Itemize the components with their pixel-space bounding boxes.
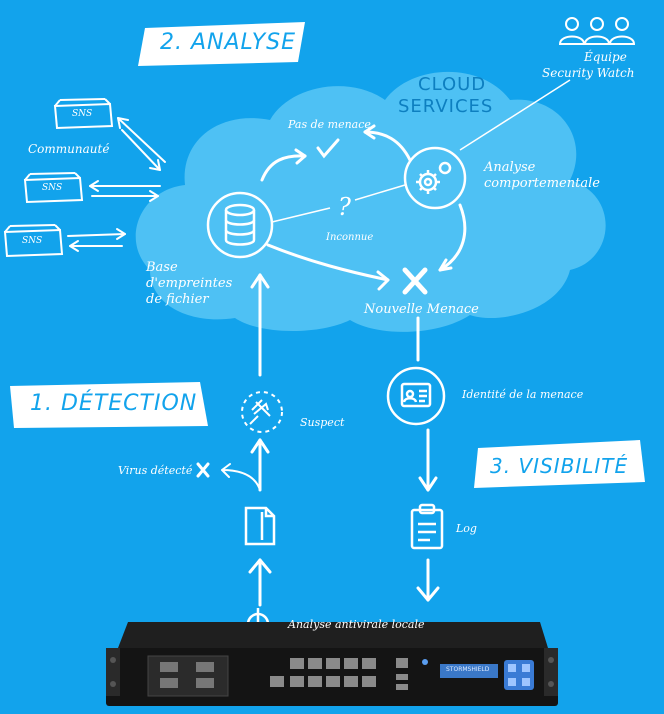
team-label-line2: Security Watch [542,66,635,80]
sns-appliance-2 [23,172,84,204]
base-label-line3: de fichier [146,292,209,307]
log-clipboard-icon [410,503,444,550]
gear-icon [403,146,467,210]
communaute-label: Communauté [28,142,110,156]
inconnue-line [271,184,406,223]
device-brand: STORMSHIELD [446,666,490,673]
device-to-file-arrow [248,558,272,607]
banner-detection-shape [10,382,208,428]
cloud-title-line1: CLOUD [418,74,487,95]
banner-visibilite-shape [474,440,645,488]
banner-detection: 1. DÉTECTION [30,391,198,416]
sns-badge-3: SNS [22,236,43,246]
suspect-label: Suspect [300,416,345,429]
new-threat-x-icon [402,267,428,295]
check-icon [316,138,340,159]
virus-arrow [221,463,261,491]
detection-arrow-up [250,273,270,377]
log-label: Log [456,522,477,535]
question-icon: ? [338,193,351,221]
database-icon [206,191,274,259]
sns-appliance-3 [3,224,64,258]
analyse-locale-label: Analyse antivirale locale [288,618,425,631]
team-label-line1: Équipe [584,50,627,64]
inconnue-label: Inconnue [326,232,374,243]
team-link-line [459,79,571,151]
sns-badge-2: SNS [42,183,63,193]
community-arrows [67,117,166,252]
file-icon [244,506,276,546]
identity-badge-icon [386,366,446,426]
pas-de-menace-label: Pas de menace [288,118,371,131]
suspect-pin-icon [241,391,283,433]
sns-badge-1: SNS [72,109,93,119]
sns-appliance-1 [53,98,114,130]
team-icons [558,17,636,45]
cloud-arrows [260,124,467,291]
log-to-device-arrow [416,558,440,602]
identite-label: Identité de la menace [462,388,584,401]
cloud-shape [135,71,606,332]
banner-analyse: 2. ANALYSE [160,30,296,55]
nouvelle-menace-label: Nouvelle Menace [364,302,479,317]
visibility-arrow-down [416,316,438,492]
cloud-title-line2: SERVICES [398,96,494,117]
base-label-line1: Base [146,260,178,275]
analyse-label-line1: Analyse [484,160,536,175]
analyse-label-line2: comportementale [484,176,600,191]
virus-detecte-label: Virus détecté [118,464,193,477]
banner-analyse-shape [138,22,305,66]
virus-x-icon [196,462,210,478]
file-to-suspect-arrow [250,438,270,492]
base-label-line2: d'empreintes [146,276,233,291]
firewall-device [106,622,558,706]
banner-visibilite: 3. VISIBILITÉ [490,454,629,478]
